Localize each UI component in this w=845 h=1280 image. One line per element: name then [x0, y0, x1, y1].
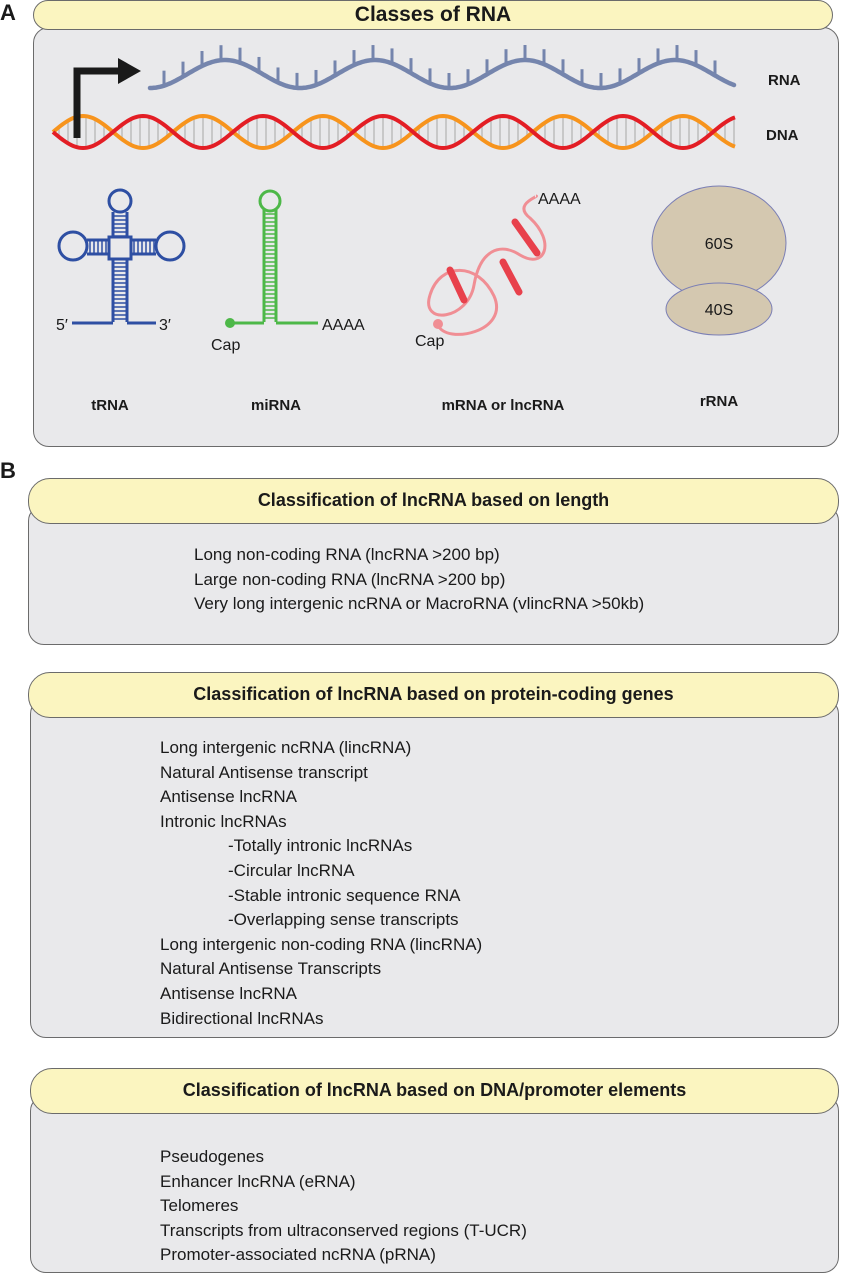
protein-coding-classification-title: Classification of lncRNA based on protei… [28, 672, 839, 718]
list-subitem: -Stable intronic sequence RNA [228, 885, 461, 905]
list-item: Very long intergenic ncRNA or MacroRNA (… [194, 594, 645, 614]
list-item: Natural Antisense transcript [160, 762, 368, 782]
mrna-coding-block [499, 258, 523, 296]
mirna-cap-label: Cap [211, 337, 240, 354]
ribosome-small-subunit [665, 282, 773, 336]
list-item: Natural Antisense Transcripts [160, 959, 382, 979]
list-item: Bidirectional lncRNAs [160, 1008, 324, 1028]
list-subitem: -Overlapping sense transcripts [228, 910, 459, 930]
mrna-coding-block [511, 218, 541, 257]
protein-coding-classification-list: Long intergenic ncRNA (lincRNA) Natural … [160, 736, 482, 1031]
mrna-strand [427, 194, 547, 336]
mirna-cap-dot [225, 318, 235, 328]
mrna-tail-label: AAAA [538, 191, 581, 208]
trna-three-prime: 3′ [159, 317, 171, 334]
list-item: Enhancer lncRNA (eRNA) [160, 1171, 356, 1191]
mrna-cap-dot [433, 319, 443, 329]
promoter-classification-list: Pseudogenes Enhancer lncRNA (eRNA) Telom… [160, 1145, 527, 1268]
list-item: Intronic lncRNAs [160, 811, 287, 831]
mrna-cap-label: Cap [415, 333, 444, 350]
mrna-coding-block [446, 266, 468, 304]
trna-label: tRNA [91, 397, 129, 414]
dna-helix [51, 113, 736, 151]
list-item: Promoter-associated ncRNA (pRNA) [160, 1245, 436, 1265]
ribosome-large-label: 60S [705, 236, 733, 253]
trna-structure [57, 188, 186, 325]
mrna-backbone [427, 194, 547, 336]
list-item: Long non-coding RNA (lncRNA >200 bp) [194, 545, 500, 564]
trna-anticodon-loop [107, 188, 133, 214]
trna-hub [107, 235, 133, 261]
mirna-tail-label: AAAA [322, 317, 365, 334]
promoter-classification-box [30, 1095, 839, 1273]
ribosome-small-label: 40S [705, 302, 733, 319]
list-item: Transcripts from ultraconserved regions … [160, 1220, 527, 1240]
length-classification-title: Classification of lncRNA based on length [28, 478, 839, 524]
promoter-classification-title: Classification of lncRNA based on DNA/pr… [30, 1068, 839, 1114]
panel-a-title: Classes of RNA [33, 0, 833, 30]
list-subitem: -Totally intronic lncRNAs [228, 836, 413, 856]
length-classification-list: Long non-coding RNA (lncRNA >200 bp) Lar… [194, 543, 644, 617]
list-item: Long intergenic ncRNA (lincRNA) [160, 738, 412, 757]
trna-five-prime: 5′ [56, 317, 68, 334]
list-subitem: -Circular lncRNA [228, 860, 355, 880]
panel-a-diagram: RNA DNA 5′ 3′ tRNA Cap AAAA miRNA AAAA C… [51, 45, 801, 414]
trna-d-loop [57, 230, 89, 262]
length-classification-box [28, 505, 839, 645]
list-item: Pseudogenes [160, 1147, 264, 1166]
list-item: Telomeres [160, 1196, 239, 1216]
rna-strand [147, 45, 737, 91]
panel-a-letter: A [0, 0, 16, 25]
dna-strand-label: DNA [766, 127, 799, 144]
ribosome [651, 185, 787, 336]
list-item: Large non-coding RNA (lncRNA >200 bp) [194, 569, 506, 589]
mirna-label: miRNA [251, 397, 301, 414]
protein-coding-classification-box [30, 698, 839, 1038]
rna-strand-label: RNA [768, 72, 801, 89]
trna-t-loop [154, 230, 186, 262]
mirna-loop [258, 189, 282, 213]
rrna-label: rRNA [700, 393, 739, 410]
panel-b-letter: B [0, 458, 16, 483]
mirna-hairpin [225, 189, 318, 328]
list-item: Antisense lncRNA [160, 983, 298, 1003]
transcription-start-arrow [73, 58, 141, 138]
list-item: Long intergenic non-coding RNA (lincRNA) [160, 934, 483, 954]
list-item: Antisense lncRNA [160, 787, 298, 807]
mrna-label: mRNA or lncRNA [442, 397, 565, 414]
